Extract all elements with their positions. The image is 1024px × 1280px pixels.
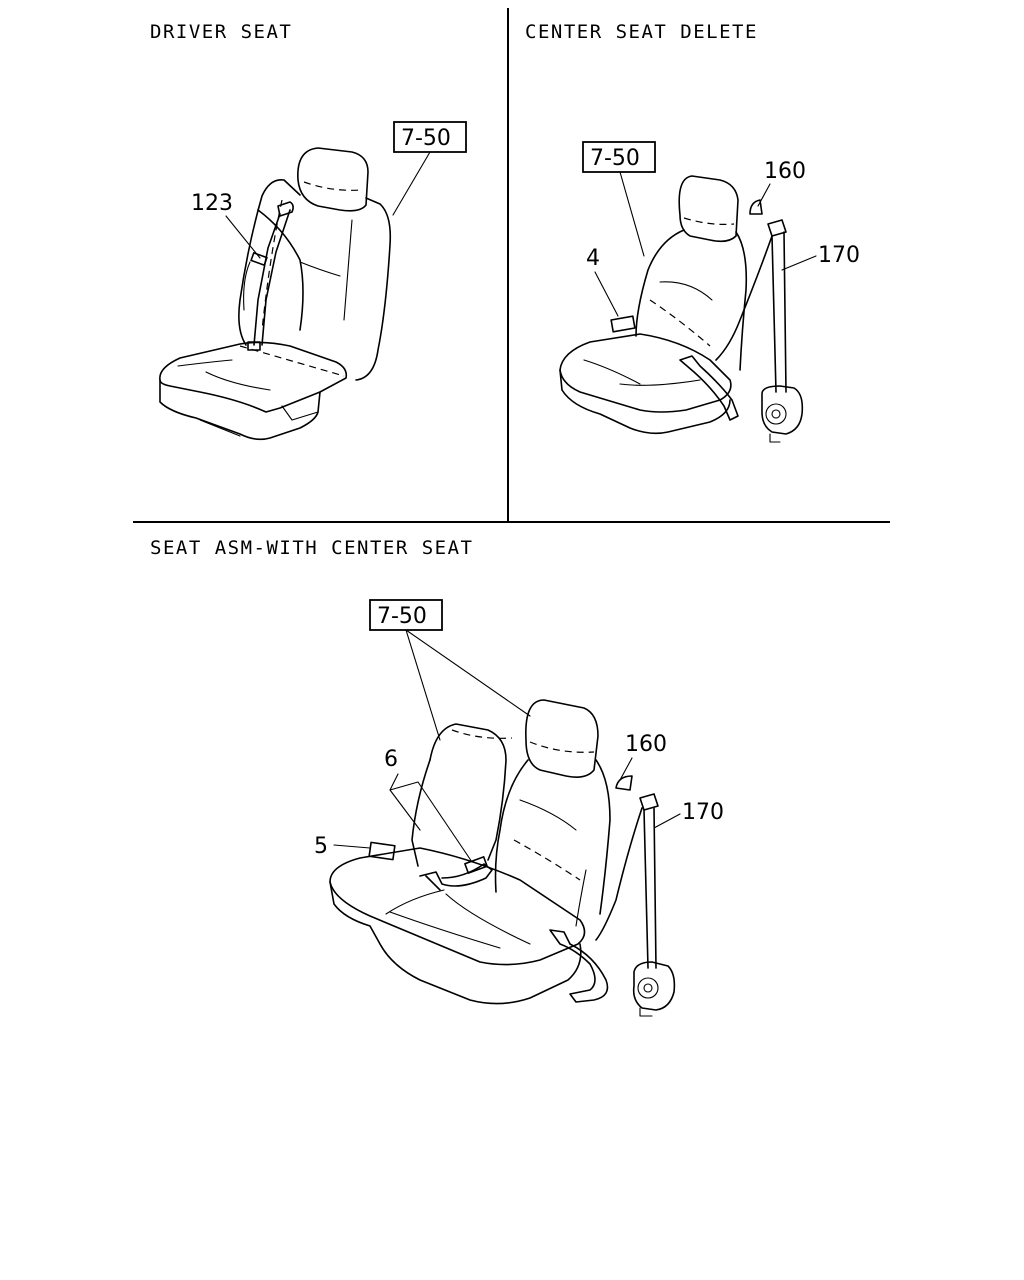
with-center-callout-6-leader: [389, 773, 473, 863]
center-delete-ref-leader: [619, 171, 645, 257]
with-center-ref-box[interactable]: 7-50: [369, 599, 443, 631]
driver-ref-leader: [392, 151, 431, 216]
with-center-ref-leader-b: [405, 629, 531, 717]
driver-seat-drawing: [159, 147, 392, 441]
with-center-callout-5[interactable]: 5: [314, 834, 328, 859]
center-delete-seat-drawing: [559, 175, 804, 443]
center-seat-delete-panel: CENTER SEAT DELETE 7-50 4 160 170: [525, 21, 860, 443]
with-center-callout-160-leader: [619, 757, 633, 781]
driver-ref-box[interactable]: 7-50: [393, 121, 467, 153]
with-center-seat-drawing: [329, 699, 676, 1017]
svg-text:7-50: 7-50: [590, 146, 640, 171]
center-delete-callout-4[interactable]: 4: [586, 246, 600, 271]
svg-text:7-50: 7-50: [377, 604, 427, 629]
center-delete-callout-4-leader: [594, 271, 619, 317]
center-delete-callout-170-leader: [781, 255, 817, 271]
with-center-callout-5-leader: [333, 844, 371, 849]
with-center-callout-170[interactable]: 170: [682, 800, 724, 825]
driver-seat-panel: DRIVER SEAT 7-50 123: [150, 21, 467, 441]
center-delete-ref-box[interactable]: 7-50: [582, 141, 656, 173]
center-delete-callout-170[interactable]: 170: [818, 243, 860, 268]
center-delete-callout-160[interactable]: 160: [764, 159, 806, 184]
driver-callout-123[interactable]: 123: [191, 191, 233, 216]
with-center-callout-160[interactable]: 160: [625, 732, 667, 757]
with-center-callout-6[interactable]: 6: [384, 747, 398, 772]
with-center-ref-leader-a: [405, 629, 441, 741]
center-delete-title: CENTER SEAT DELETE: [525, 21, 758, 43]
with-center-seat-panel: SEAT ASM-WITH CENTER SEAT 7-50 6 5 160 1…: [150, 537, 724, 1017]
svg-text:7-50: 7-50: [401, 126, 451, 151]
with-center-callout-170-leader: [653, 813, 681, 829]
driver-callout-123-leader: [225, 215, 261, 259]
driver-seat-title: DRIVER SEAT: [150, 21, 292, 43]
with-center-title: SEAT ASM-WITH CENTER SEAT: [150, 537, 473, 559]
